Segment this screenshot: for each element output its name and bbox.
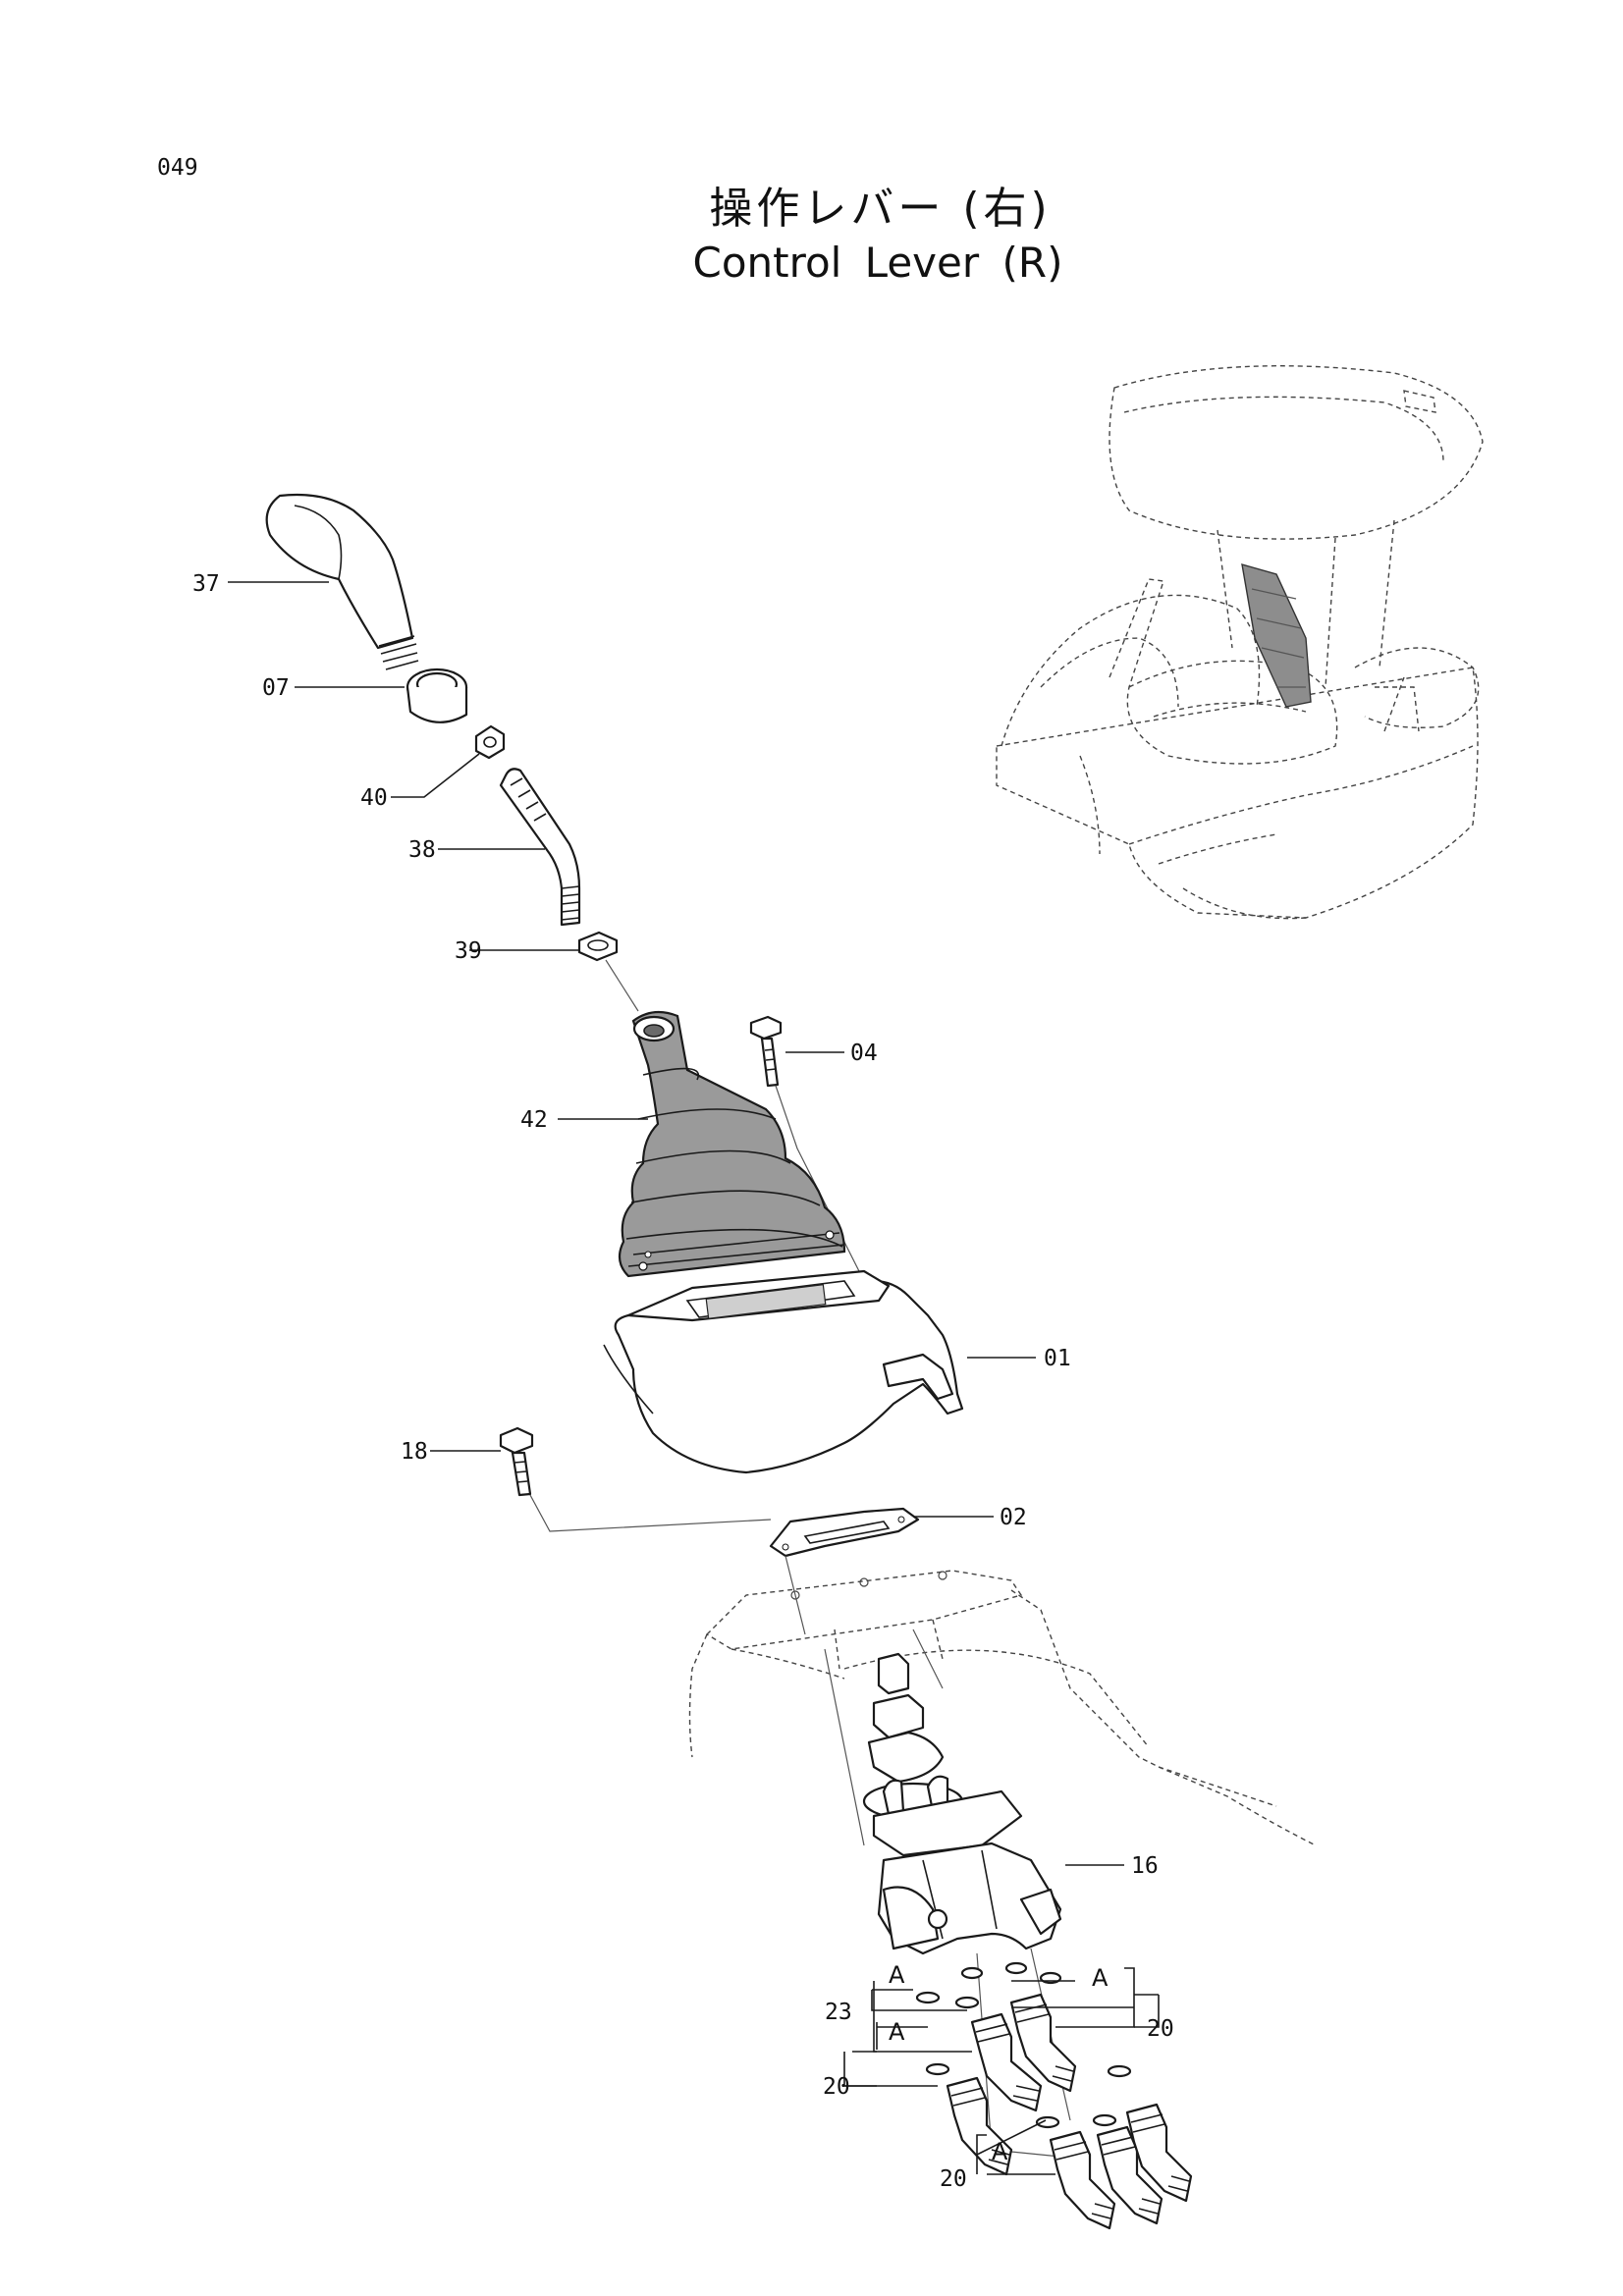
title-english: Control Lever (R) <box>692 239 1063 287</box>
part-01-cover <box>603 1269 964 1474</box>
assembly-line-18 <box>529 1494 772 1532</box>
label-20-bottom: 20 <box>940 2166 967 2192</box>
label-04: 04 <box>850 1041 878 1066</box>
elbow-fitting <box>1049 2130 1116 2230</box>
label-39: 39 <box>455 938 482 964</box>
callout-a: A <box>889 2018 905 2046</box>
part-04-bolt <box>749 1015 783 1088</box>
o-rings <box>915 1961 1132 2129</box>
part-39-nut <box>577 931 619 962</box>
elbow-fitting <box>1009 1993 1077 2093</box>
highlighted-lever-location <box>1241 563 1312 708</box>
callout-a: A <box>992 2138 1008 2165</box>
elbow-fitting <box>970 2012 1043 2112</box>
label-07: 07 <box>262 675 290 701</box>
label-37: 37 <box>192 571 220 597</box>
label-38: 38 <box>408 837 436 863</box>
elbow-fitting <box>946 2076 1013 2176</box>
callout-a: A <box>889 1961 905 1989</box>
label-16: 16 <box>1131 1853 1159 1879</box>
part-37-grip <box>265 493 419 670</box>
assembly-line-rod <box>605 959 639 1012</box>
part-16-pilot-valve <box>862 1652 1062 1955</box>
cab-overview-inset: 37 07 40 38 39 04 42 01 18 02 16 23 20 2… <box>192 365 1484 2230</box>
label-20-right: 20 <box>1147 2016 1174 2042</box>
part-07-collar <box>406 667 468 723</box>
part-40-nut <box>474 724 506 760</box>
label-40: 40 <box>360 785 388 811</box>
leader-lines <box>228 581 1160 2175</box>
part-38-lever-rod <box>499 768 581 927</box>
part-18-bolt <box>499 1426 534 1497</box>
title-block: 操作レバー (右) Control Lever (R) <box>0 182 1623 290</box>
label-01: 01 <box>1044 1346 1071 1371</box>
callout-a: A <box>1092 1964 1109 1992</box>
label-02: 02 <box>1000 1505 1027 1530</box>
part-02-plate <box>769 1507 920 1558</box>
label-20-left: 20 <box>823 2074 850 2100</box>
label-18: 18 <box>401 1439 428 1465</box>
elbow-fitting <box>1096 2125 1163 2225</box>
label-23: 23 <box>825 2000 852 2025</box>
label-42: 42 <box>520 1107 548 1133</box>
assembly-lines-console <box>784 1555 944 1846</box>
title-japanese: 操作レバー (右) <box>709 184 1052 234</box>
elbow-fitting <box>1125 2103 1193 2203</box>
part-42-boot <box>618 1010 846 1278</box>
page-number: 049 <box>157 155 198 181</box>
